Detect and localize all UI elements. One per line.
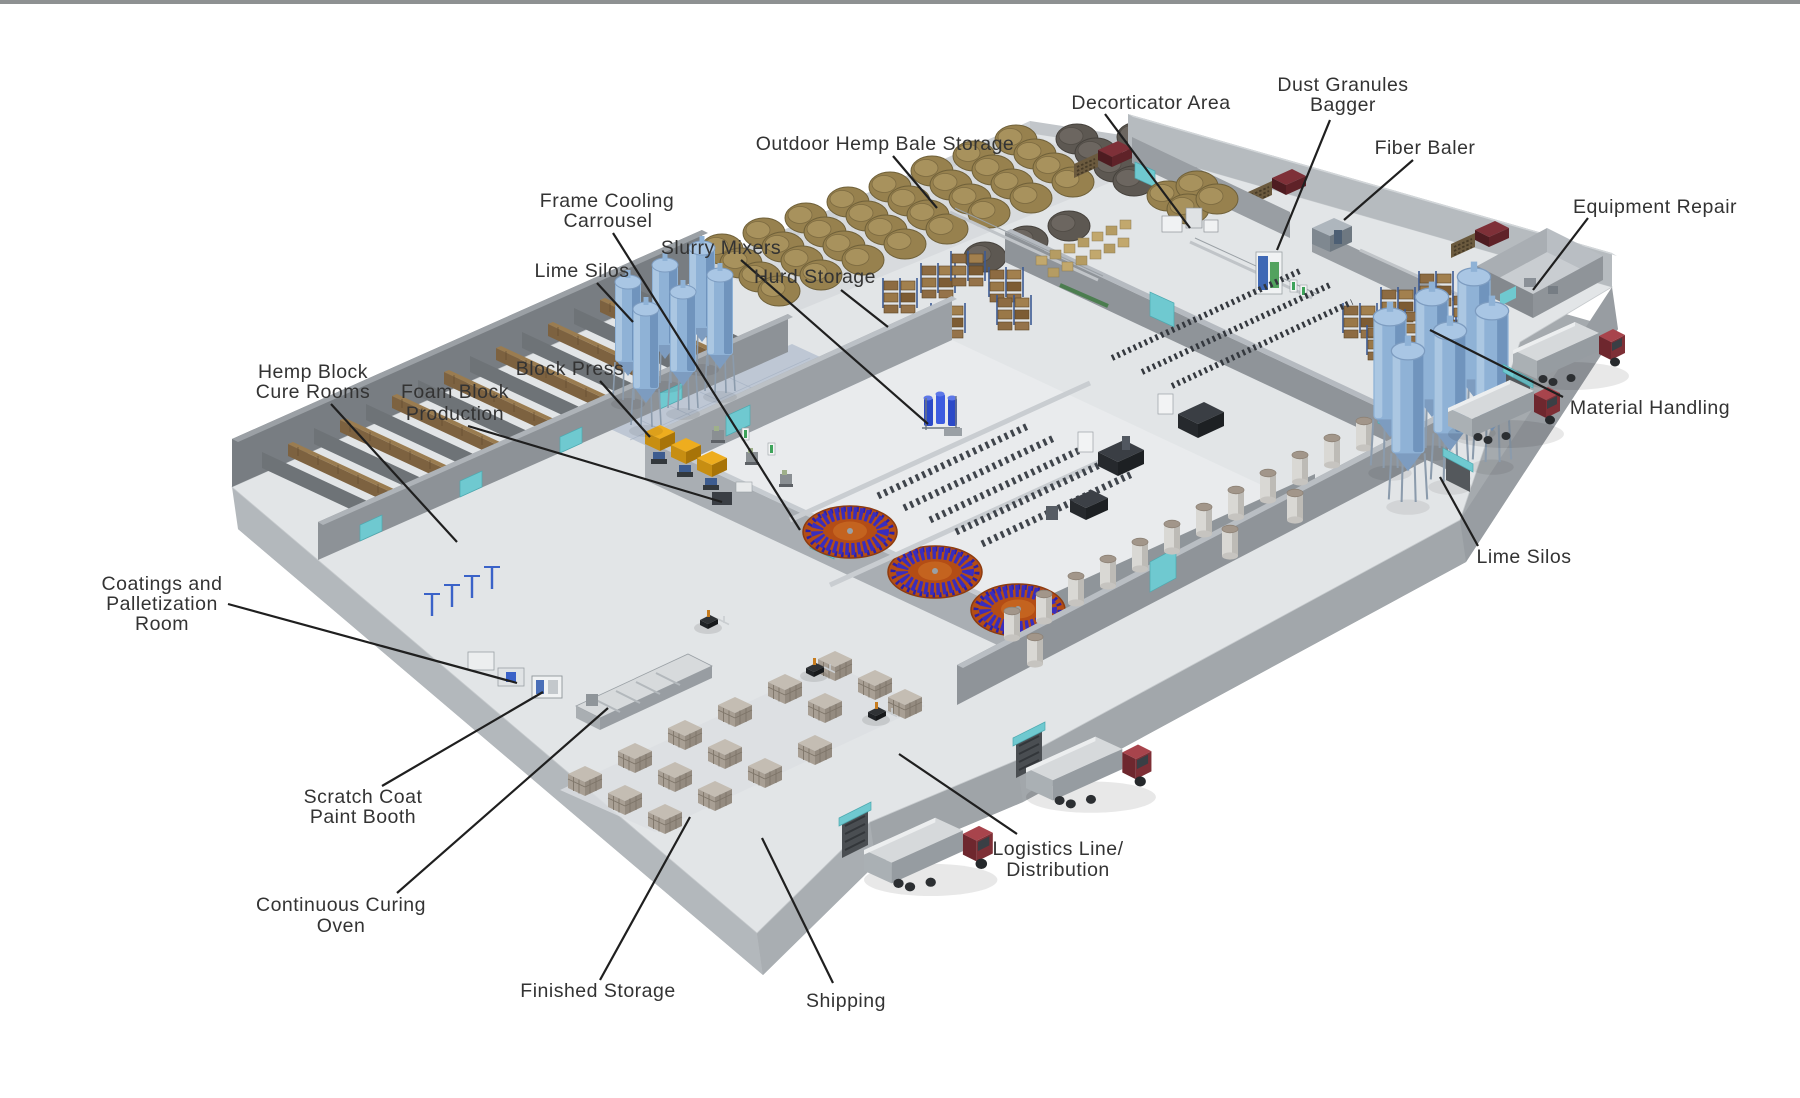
north-east-wing <box>700 114 1617 470</box>
leader-line <box>612 232 801 531</box>
callout-coatings-and-palletization-room: Coatings and Palletization Room <box>102 573 518 685</box>
callout-finished-storage: Finished Storage <box>520 816 691 1002</box>
callout-dust-granules-bagger: Dust Granules Bagger <box>1275 74 1408 251</box>
equipment-repair-room <box>1477 228 1603 318</box>
leader-line <box>898 753 1018 835</box>
callout-logistics-line-distribution: Logistics Line/ Distribution <box>898 753 1123 881</box>
leader-line <box>840 289 889 328</box>
label-scratch-coat-paint-booth-1: Scratch Coat <box>304 786 423 808</box>
decorticator-machines <box>1146 170 1239 233</box>
frame-assembly-lines <box>1110 267 1354 389</box>
label-logistics-line-distribution-2: Distribution <box>1006 859 1110 881</box>
label-lime-silos-right: Lime Silos <box>1477 546 1572 568</box>
label-scratch-coat-paint-booth-2: Paint Booth <box>310 806 416 828</box>
label-coatings-3: Room <box>135 613 189 635</box>
leader-line <box>596 282 634 323</box>
label-logistics-line-distribution-1: Logistics Line/ <box>992 838 1123 860</box>
central-block <box>645 296 1456 705</box>
label-coatings-2: Palletization <box>106 593 218 615</box>
label-foam-block-production-2: Production <box>406 403 504 425</box>
callout-hurd-storage: Hurd Storage <box>754 266 889 328</box>
leader-line <box>599 380 651 438</box>
leader-line <box>740 259 929 425</box>
scratch-coat-paint-booth-machine <box>531 675 563 699</box>
continuous-curing-oven-machine <box>575 653 713 730</box>
leader-line <box>599 816 691 981</box>
leader-line <box>227 602 518 685</box>
label-hemp-block-cure-rooms-2: Cure Rooms <box>256 381 370 403</box>
callout-outdoor-hemp-bale-storage: Outdoor Hemp Bale Storage <box>756 133 1015 209</box>
callout-equipment-repair: Equipment Repair <box>1532 196 1737 291</box>
label-material-handling: Material Handling <box>1570 397 1730 419</box>
label-slurry-mixers: Slurry Mixers <box>661 237 781 259</box>
label-fiber-baler: Fiber Baler <box>1375 137 1476 159</box>
label-decorticator-area: Decorticator Area <box>1071 92 1230 114</box>
leader-line <box>1104 113 1191 229</box>
label-frame-cooling-carrousel-2: Carrousel <box>563 210 652 232</box>
label-continuous-curing-oven-1: Continuous Curing <box>256 894 426 916</box>
bmc-mixers <box>1077 393 1224 476</box>
label-block-press: Block Press <box>516 358 624 380</box>
label-dust-granules-bagger-2: Bagger <box>1310 94 1376 116</box>
label-frame-cooling-carrousel-1: Frame Cooling <box>540 190 674 212</box>
callout-frame-cooling-carrousel: Frame Cooling Carrousel <box>540 190 801 531</box>
top-border-strip <box>0 0 1800 4</box>
callout-continuous-curing-oven: Continuous Curing Oven <box>256 707 609 937</box>
label-outdoor-hemp-bale-storage: Outdoor Hemp Bale Storage <box>756 133 1015 155</box>
label-lime-silos-left: Lime Silos <box>535 260 630 282</box>
leader-line <box>1343 159 1414 221</box>
callout-block-press: Block Press <box>516 358 651 438</box>
leader-line <box>396 707 609 894</box>
callout-material-handling: Material Handling <box>1429 329 1730 419</box>
block-press-machines <box>645 425 776 505</box>
label-continuous-curing-oven-2: Oven <box>317 915 366 937</box>
callout-lime-silos-right: Lime Silos <box>1439 476 1572 568</box>
callout-foam-block-production: Foam Block Production <box>401 381 723 504</box>
leader-line <box>761 837 834 984</box>
leader-line <box>330 403 458 543</box>
label-dust-granules-bagger-1: Dust Granules <box>1277 74 1408 96</box>
callout-lime-silos-left: Lime Silos <box>535 260 634 323</box>
leader-line <box>1439 476 1479 547</box>
leader-line <box>1532 217 1589 291</box>
leader-line <box>1429 329 1564 398</box>
leader-line <box>1275 119 1332 251</box>
label-hemp-block-cure-rooms-1: Hemp Block <box>258 361 368 383</box>
callout-shipping: Shipping <box>761 837 886 1012</box>
callouts: Outdoor Hemp Bale Storage Decorticator A… <box>102 74 1737 1012</box>
label-shipping: Shipping <box>806 990 886 1012</box>
label-hurd-storage: Hurd Storage <box>754 266 876 288</box>
leader-line <box>381 691 544 787</box>
label-finished-storage: Finished Storage <box>520 980 675 1002</box>
hall-rails <box>788 380 1132 588</box>
callout-hemp-block-cure-rooms: Hemp Block Cure Rooms <box>256 361 458 543</box>
label-foam-block-production-1: Foam Block <box>401 381 509 403</box>
slurry-mixers-station <box>922 391 962 436</box>
frame-cooling-carrousel-1 <box>803 506 897 558</box>
frame-press-machines <box>1046 490 1108 520</box>
label-equipment-repair: Equipment Repair <box>1573 196 1737 218</box>
callout-scratch-coat-paint-booth: Scratch Coat Paint Booth <box>304 691 544 828</box>
crate-rows <box>1035 219 1132 308</box>
callout-fiber-baler: Fiber Baler <box>1343 137 1476 221</box>
callout-slurry-mixers: Slurry Mixers <box>661 237 929 425</box>
coatings-palletization-machines <box>424 566 525 687</box>
callout-decorticator-area: Decorticator Area <box>1071 92 1230 229</box>
label-coatings-1: Coatings and <box>102 573 223 595</box>
south-west-production-area <box>424 566 923 835</box>
fiber-baler-machine <box>1312 218 1352 252</box>
leader-line <box>892 155 938 209</box>
leader-line <box>467 424 723 504</box>
